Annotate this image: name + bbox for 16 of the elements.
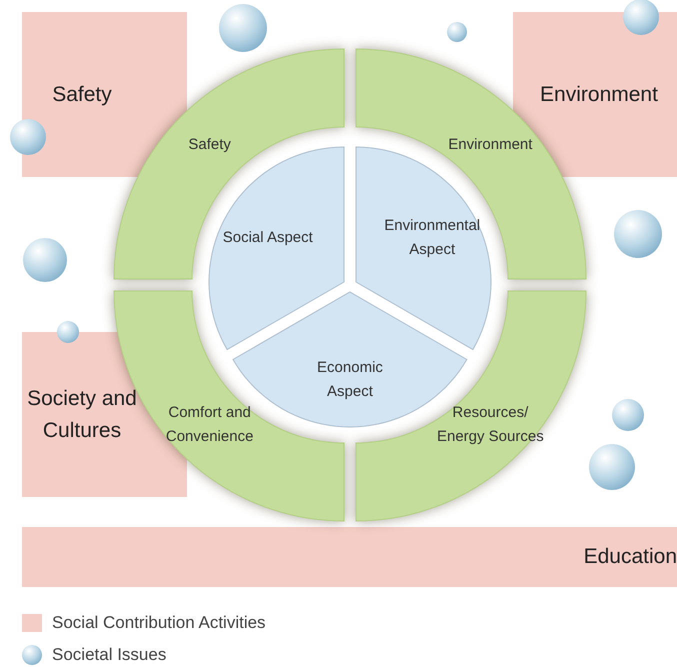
box-label: Society and Cultures (26, 386, 138, 444)
box-label: Education (584, 544, 677, 570)
ring-segment (114, 49, 344, 279)
legend-text: Social Contribution Activities (52, 613, 266, 633)
segment-label: Comfort and Convenience (164, 403, 254, 448)
box-label: Environment (539, 82, 659, 108)
segment-label: Resources/ Energy Sources (436, 403, 545, 448)
sector-label: Social Aspect (222, 228, 314, 248)
legend-text: Societal Issues (52, 645, 166, 665)
box-label: Safety (51, 82, 113, 108)
segment-label: Safety (187, 134, 232, 155)
activity-box (22, 12, 187, 177)
sector-label: Economic Aspect (316, 358, 384, 402)
sector-label: Environmental Aspect (383, 216, 482, 260)
segment-label: Environment (447, 134, 534, 155)
activity-box (22, 527, 677, 587)
